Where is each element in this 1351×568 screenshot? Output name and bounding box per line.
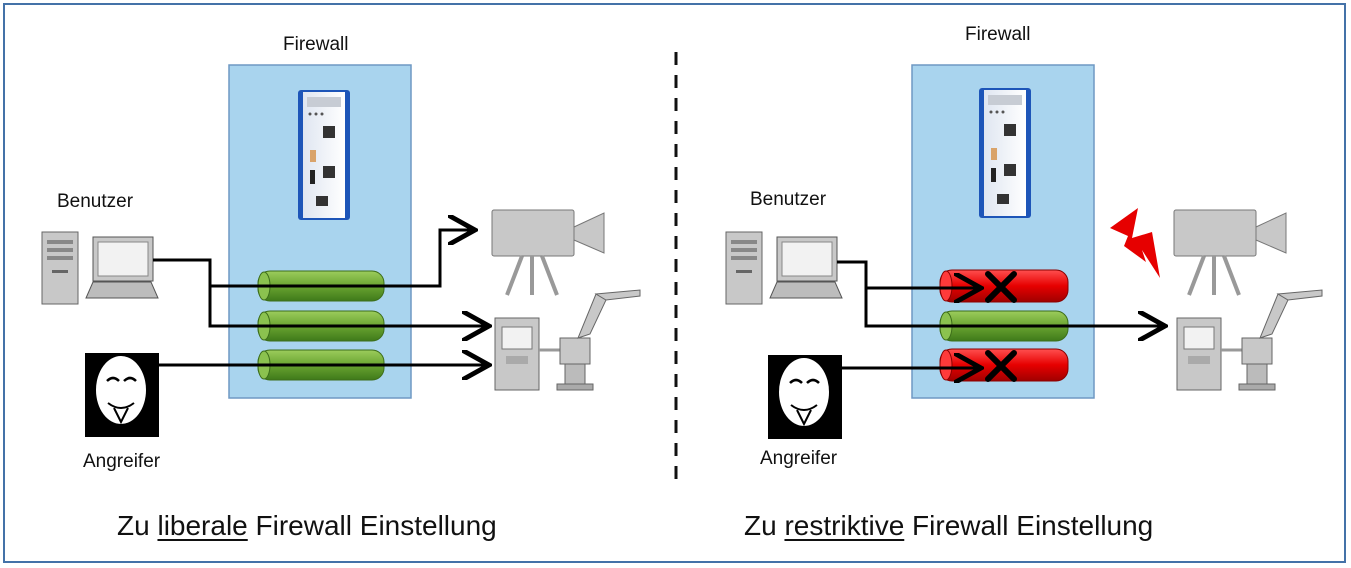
right-attacker-mask-icon bbox=[768, 355, 842, 439]
right-firewall-label: Firewall bbox=[965, 24, 1031, 45]
left-caption-suffix: Firewall Einstellung bbox=[247, 510, 497, 541]
left-caption-emphasis: liberale bbox=[157, 510, 248, 541]
left-user-computer-icon bbox=[41, 231, 159, 305]
diagram-frame bbox=[3, 3, 1346, 563]
right-attacker-label: Angreifer bbox=[760, 448, 838, 469]
left-panel bbox=[41, 64, 641, 437]
right-firewall-device-icon bbox=[979, 88, 1031, 218]
right-user-computer-icon bbox=[725, 231, 843, 305]
left-robot-controller-icon bbox=[494, 289, 641, 391]
left-flow-user-to-robot bbox=[208, 286, 486, 326]
right-caption: Zu restriktive Firewall Einstellung bbox=[744, 510, 1153, 542]
right-user-label: Benutzer bbox=[750, 189, 827, 210]
right-flow-user-blocked bbox=[837, 260, 978, 288]
right-robot-controller-icon bbox=[1176, 289, 1323, 391]
left-camera-icon bbox=[491, 209, 605, 296]
left-flow-user-to-camera bbox=[153, 230, 472, 288]
block-x-icon-2 bbox=[985, 350, 1017, 382]
left-attacker-mask-icon bbox=[85, 353, 159, 437]
right-panel bbox=[725, 64, 1323, 439]
lightning-icon bbox=[1110, 208, 1160, 278]
left-caption-prefix: Zu bbox=[117, 510, 158, 541]
right-flow-user-to-robot bbox=[864, 288, 1162, 326]
right-caption-emphasis: restriktive bbox=[784, 510, 905, 541]
left-attacker-label: Angreifer bbox=[83, 451, 161, 472]
right-caption-prefix: Zu bbox=[744, 510, 785, 541]
left-firewall-label: Firewall bbox=[283, 34, 349, 55]
block-x-icon-1 bbox=[985, 271, 1017, 303]
left-user-label: Benutzer bbox=[57, 191, 134, 212]
left-caption: Zu liberale Firewall Einstellung bbox=[117, 510, 497, 542]
right-caption-suffix: Firewall Einstellung bbox=[904, 510, 1154, 541]
right-camera-icon bbox=[1173, 209, 1287, 296]
left-firewall-device-icon bbox=[298, 90, 350, 220]
